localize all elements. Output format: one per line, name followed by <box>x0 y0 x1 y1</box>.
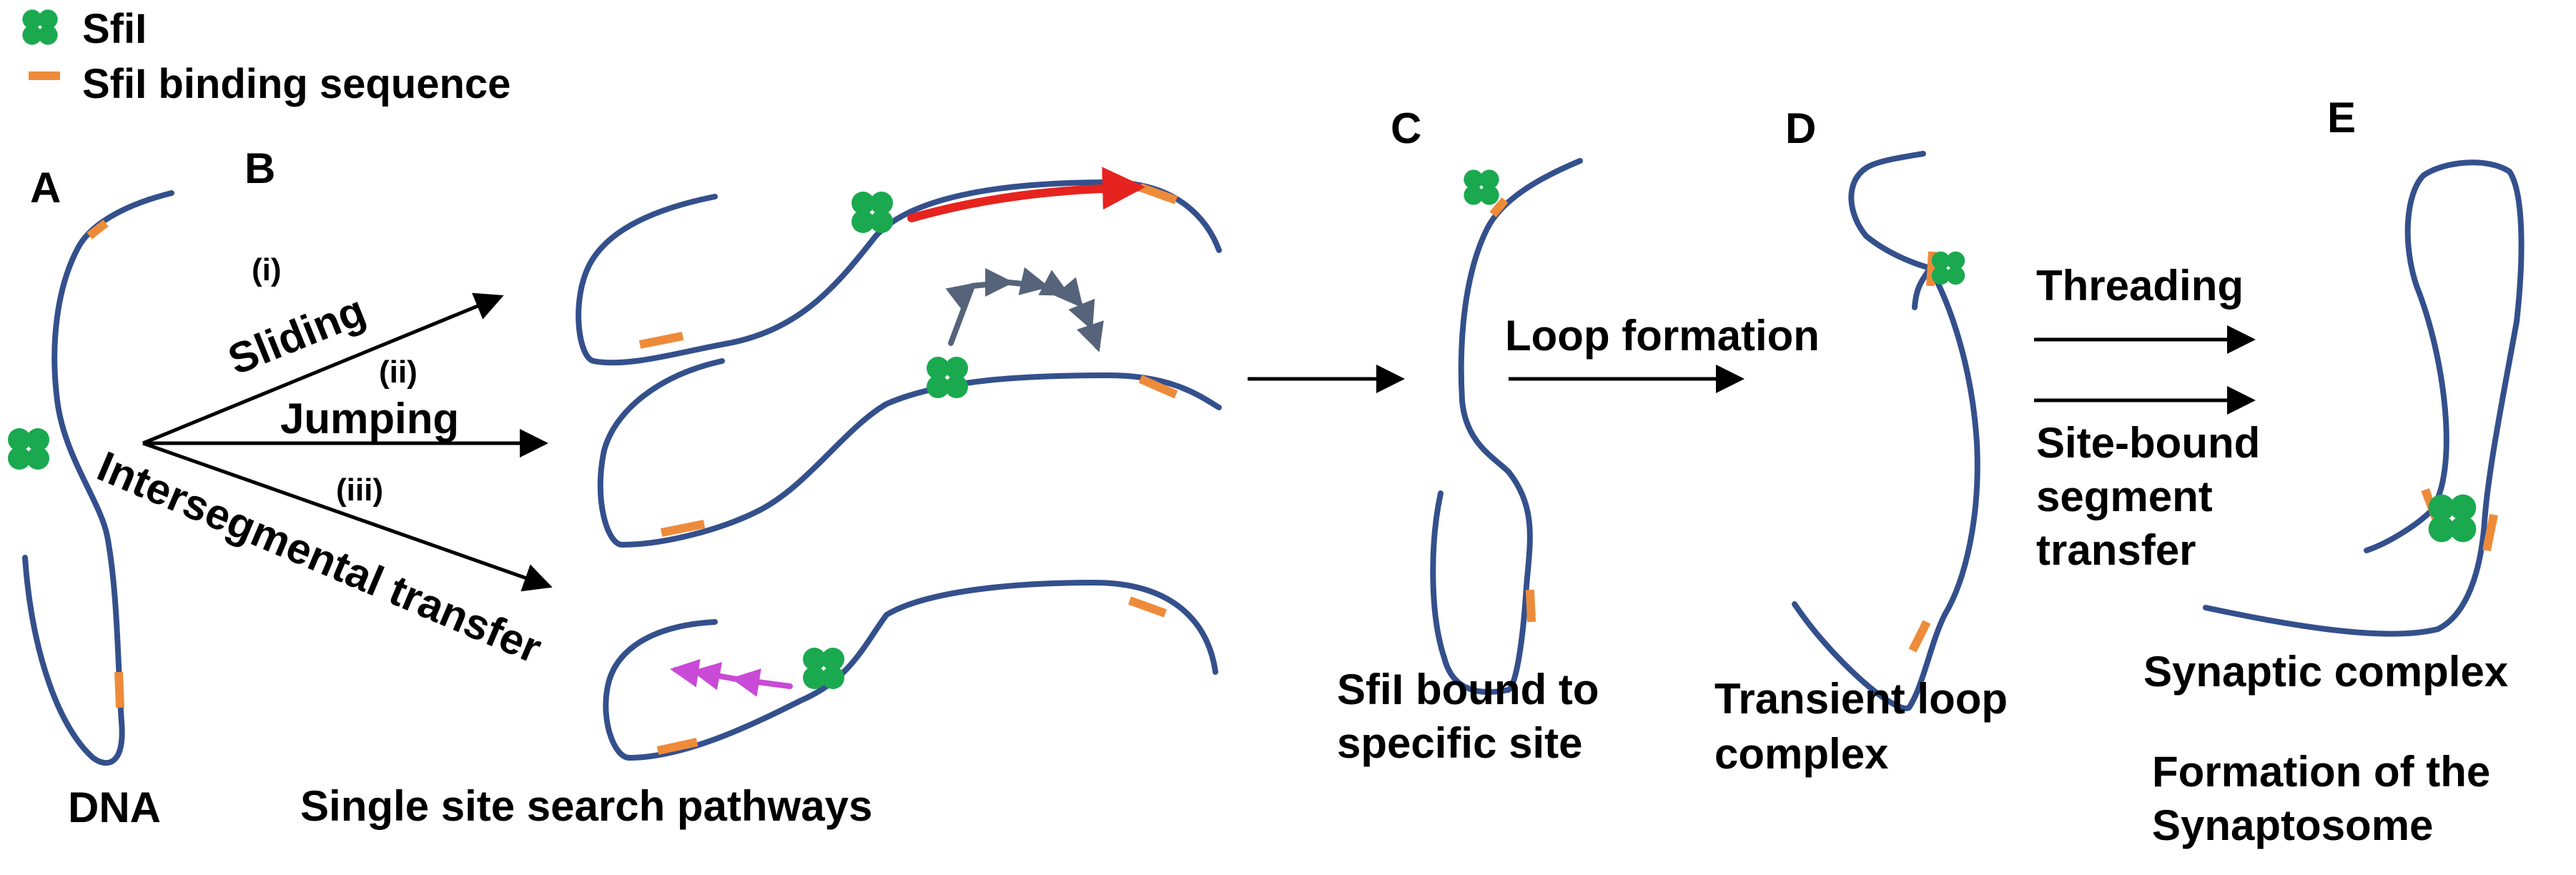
panel-c-caption-line1: SfiI bound to <box>1337 666 1599 713</box>
jumping-binding-site <box>660 520 706 537</box>
sliding-binding-site <box>638 332 684 349</box>
panel-e-protein-icon <box>2428 494 2477 543</box>
transfer-binding-site <box>656 738 699 755</box>
panel-a-binding-site <box>87 219 109 239</box>
panel-e: E Synaptic complex Formation of the Syna… <box>2143 94 2525 849</box>
panel-c-letter: C <box>1391 104 1421 152</box>
sliding-binding-site <box>1138 183 1178 204</box>
panel-d: D Transient loop complex <box>1714 104 2008 778</box>
jumping-label: Jumping <box>280 395 459 443</box>
transfer-dna-strand <box>603 580 1218 761</box>
panel-d-dna-strand <box>1792 151 1980 711</box>
transfer-protein-icon <box>803 648 844 689</box>
panel-e-footer-line1: Formation of the <box>2152 748 2490 796</box>
panel-a-letter: A <box>30 164 61 212</box>
threading-label: Threading <box>2036 262 2244 310</box>
sliding-label: Sliding <box>222 286 372 384</box>
panel-d-binding-site <box>1908 620 1931 653</box>
legend-site-label: SfiI binding sequence <box>82 61 510 107</box>
transfer-binding-site <box>1127 596 1168 618</box>
panel-b: B (i) Sliding (ii) Jumping (iii) Interse… <box>91 144 1222 830</box>
jumping-numeral: (ii) <box>379 355 418 390</box>
legend-protein-icon <box>22 9 58 45</box>
segment-transfer-label-line1: Site-bound <box>2036 419 2260 467</box>
transfer-motion-arrow <box>670 658 718 688</box>
sliding-dna-model <box>576 167 1222 366</box>
transfer-path-arrow <box>142 441 553 592</box>
panel-e-letter: E <box>2327 94 2356 142</box>
jumping-binding-site <box>1138 375 1178 399</box>
sliding-protein-icon <box>852 192 893 233</box>
panel-d-caption-line2: complex <box>1714 730 1888 778</box>
sliding-motion-arrow <box>907 167 1145 222</box>
panel-a-dna-strand <box>22 190 174 766</box>
sliding-numeral: (i) <box>252 252 282 287</box>
panel-d-caption-line1: Transient loop <box>1714 675 2008 723</box>
sliding-path-arrow <box>142 292 504 445</box>
panel-c-protein-icon <box>1464 169 1499 205</box>
transfer-numeral: (iii) <box>336 473 383 508</box>
panel-d-letter: D <box>1785 104 1816 152</box>
panel-c-dna-strand <box>1430 158 1583 695</box>
panel-c-binding-site <box>1489 197 1509 217</box>
panel-b-letter: B <box>245 144 275 192</box>
panel-d-protein-icon <box>1931 251 1965 285</box>
jumping-motion-arrow <box>945 267 1104 352</box>
legend: SfiI SfiI binding sequence <box>22 6 510 107</box>
panel-d-binding-site <box>1926 251 1937 287</box>
jumping-protein-icon <box>927 357 968 398</box>
loop-formation-label: Loop formation <box>1505 312 1820 360</box>
panel-a-caption: DNA <box>68 783 161 831</box>
panel-e-dna-strand <box>2203 159 2525 637</box>
panel-b-caption: Single site search pathways <box>300 782 872 830</box>
transfer-label: Intersegmental transfer <box>91 442 548 672</box>
panel-a-protein-icon <box>8 428 49 470</box>
panel-e-caption: Synaptic complex <box>2143 648 2508 696</box>
segment-transfer-label-line3: transfer <box>2036 526 2196 574</box>
panel-e-footer-line2: Synaptosome <box>2152 801 2433 849</box>
panel-c: C SfiI bound to specific site <box>1337 104 1599 767</box>
panel-e-binding-site <box>2482 513 2498 552</box>
segment-transfer-label-line2: segment <box>2036 473 2213 520</box>
legend-protein-label: SfiI <box>82 6 147 52</box>
panel-c-caption-line2: specific site <box>1337 719 1583 767</box>
transfer-dna-model <box>603 580 1218 761</box>
panel-c-binding-site <box>1526 589 1536 623</box>
panel-a: A DNA <box>8 164 174 831</box>
jumping-dna-strand <box>597 358 1222 548</box>
panel-a-binding-site <box>114 671 124 708</box>
jumping-dna-model <box>597 267 1222 548</box>
